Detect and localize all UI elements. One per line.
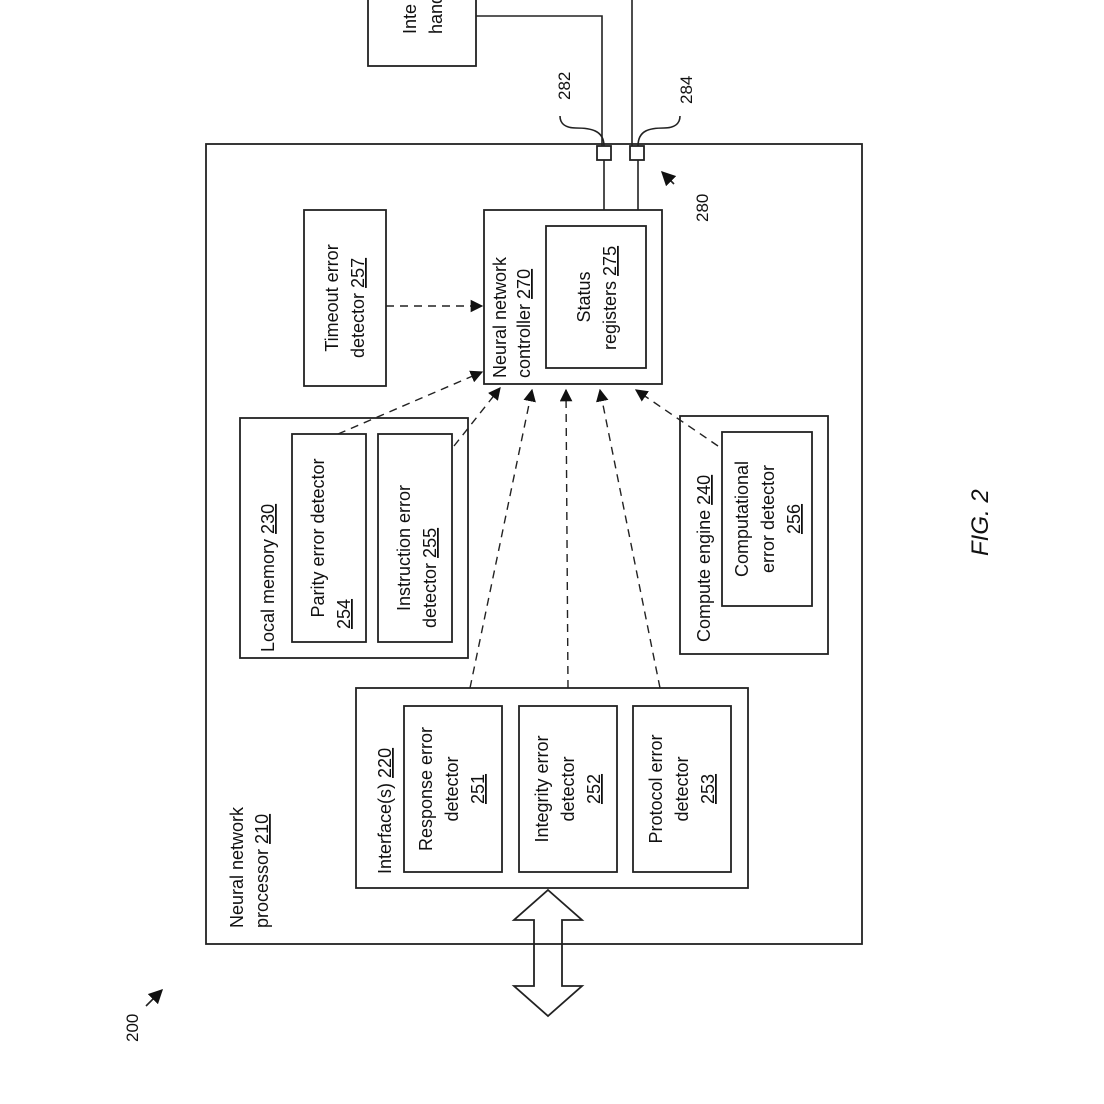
instruction-detector-line-2: detector 255 [420, 528, 440, 628]
interfaces-label: Interface(s) 220 [375, 748, 395, 874]
integrity-error-detector-box [518, 705, 618, 873]
protocol-detector-num: 253 [698, 774, 718, 804]
port-284 [629, 145, 645, 161]
computational-detector-num: 256 [784, 504, 804, 534]
compute-engine-label-num: 240 [694, 475, 714, 505]
port-282-leader [559, 115, 605, 147]
integrity-detector-line-2: detector [558, 756, 578, 821]
interrupt-handler-label-2: hand [426, 0, 446, 34]
interfaces-label-word: Interface(s) [375, 783, 395, 874]
instruction-detector-word: detector [420, 563, 440, 628]
computational-to-controller-arrow [634, 389, 719, 447]
integrity-to-controller-arrow [559, 388, 573, 689]
controller-label-word: controller [514, 304, 534, 378]
status-registers-num: 275 [600, 246, 620, 276]
port-group-label: 280 [693, 194, 712, 222]
port-284-label: 284 [677, 76, 696, 104]
status-registers-word: registers [600, 281, 620, 350]
port-282-label: 282 [555, 72, 574, 100]
compute-engine-label-word: Compute engine [694, 510, 714, 642]
protocol-to-controller-arrow [596, 388, 661, 689]
controller-label-1: Neural network [490, 256, 510, 378]
compute-engine-label: Compute engine 240 [694, 475, 714, 642]
compute-engine-box [679, 415, 829, 655]
interrupt-handler-label-1: Inte [400, 4, 420, 34]
status-registers-box [545, 225, 647, 369]
local-memory-label-word: Local memory [258, 539, 278, 652]
figure-caption: FIG. 2 [967, 489, 994, 556]
interfaces-label-num: 220 [375, 748, 395, 778]
figure-ref-arrow [145, 988, 164, 1007]
timeout-detector-line-1: Timeout error [322, 244, 342, 351]
protocol-detector-line-1: Protocol error [646, 734, 666, 843]
parity-error-detector-box [291, 433, 367, 643]
computational-error-detector-box [721, 431, 813, 607]
instruction-error-detector-box [377, 433, 453, 643]
response-detector-line-1: Response error [416, 727, 436, 851]
protocol-error-detector-box [632, 705, 732, 873]
local-memory-label-num: 230 [258, 504, 278, 534]
integrity-detector-line-1: Integrity error [532, 735, 552, 842]
local-memory-label: Local memory 230 [258, 504, 278, 652]
port-282 [596, 145, 612, 161]
instruction-to-controller-arrow [453, 387, 501, 447]
response-to-controller-arrow [469, 388, 536, 689]
local-memory-box [239, 417, 469, 659]
timeout-error-detector-box [303, 209, 387, 387]
interrupt-wire-282 [476, 15, 603, 146]
processor-label-word: processor [252, 849, 272, 928]
processor-label-num: 210 [252, 814, 272, 844]
figure-ref-number: 200 [123, 1014, 142, 1042]
processor-label-2: processor 210 [252, 814, 272, 928]
neural-network-controller-box [483, 209, 663, 385]
timeout-detector-word: detector [348, 293, 368, 358]
computational-detector-line-2: error detector [758, 465, 778, 573]
timeout-detector-line-2: detector 257 [348, 258, 368, 358]
response-error-detector-box [403, 705, 503, 873]
status-registers-line-2: registers 275 [600, 246, 620, 350]
protocol-detector-line-2: detector [672, 756, 692, 821]
port-group-arrow [660, 170, 677, 187]
instruction-detector-line-1: Instruction error [394, 485, 414, 611]
parity-detector-line-1: Parity error detector [308, 458, 328, 617]
response-detector-line-2: detector [442, 756, 462, 821]
integrity-detector-num: 252 [584, 774, 604, 804]
interfaces-box [355, 687, 749, 889]
port-284-leader [637, 115, 681, 147]
parity-to-controller-arrow [337, 370, 484, 435]
status-registers-line-1: Status [574, 271, 594, 322]
timeout-detector-num: 257 [348, 258, 368, 288]
controller-label-num: 270 [514, 269, 534, 299]
processor-label-1: Neural network [227, 806, 247, 928]
parity-detector-num: 254 [334, 599, 354, 629]
response-detector-num: 251 [468, 774, 488, 804]
controller-label-2: controller 270 [514, 269, 534, 378]
computational-detector-line-1: Computational [732, 461, 752, 577]
instruction-detector-num: 255 [420, 528, 440, 558]
external-bus-arrow [511, 888, 585, 1018]
interrupt-handler-box [367, 0, 477, 67]
